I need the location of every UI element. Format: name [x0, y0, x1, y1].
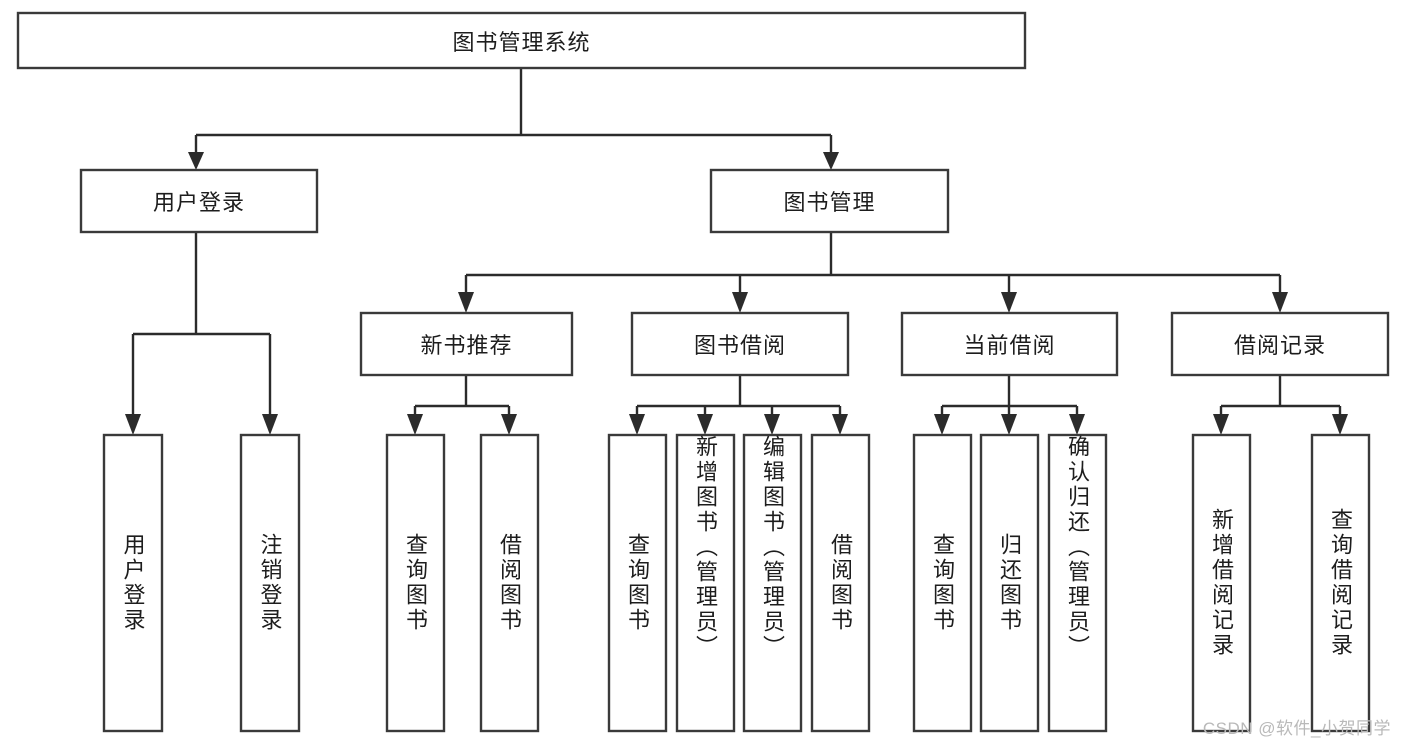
node-book-manage[interactable]	[709, 168, 950, 234]
node-leaf-user-login[interactable]	[102, 433, 164, 733]
node-leaf-query-book-3[interactable]	[912, 433, 973, 733]
node-leaf-edit-book[interactable]	[742, 433, 803, 733]
connector-root-to-level2	[188, 68, 839, 170]
node-leaf-borrow-book-2[interactable]	[810, 433, 871, 733]
node-user-login[interactable]	[79, 168, 319, 234]
node-book-borrow[interactable]	[630, 311, 850, 377]
connector-bookmanage-to-level3	[458, 232, 1288, 313]
connector-bookborrow-to-leaves	[629, 375, 848, 435]
connector-newbook-to-leaves	[407, 375, 517, 435]
node-leaf-add-book[interactable]	[675, 433, 736, 733]
connector-borrowrecord-to-leaves	[1213, 375, 1348, 435]
node-current-borrow[interactable]	[900, 311, 1119, 377]
node-leaf-return-book[interactable]	[979, 433, 1040, 733]
node-leaf-user-logout[interactable]	[239, 433, 301, 733]
watermark-text: CSDN @软件_小贺同学	[1202, 719, 1391, 738]
node-root[interactable]	[16, 11, 1027, 70]
node-borrow-record[interactable]	[1170, 311, 1390, 377]
node-leaf-confirm-return[interactable]	[1047, 433, 1108, 733]
node-new-book-rec[interactable]	[359, 311, 574, 377]
connector-currentborrow-to-leaves	[934, 375, 1085, 435]
node-leaf-query-book-1[interactable]	[385, 433, 446, 733]
node-leaf-borrow-book-1[interactable]	[479, 433, 540, 733]
node-leaf-query-book-2[interactable]	[607, 433, 668, 733]
connector-userlogin-to-leaves	[125, 232, 278, 435]
node-leaf-query-record[interactable]	[1310, 433, 1371, 733]
node-leaf-add-record[interactable]	[1191, 433, 1252, 733]
